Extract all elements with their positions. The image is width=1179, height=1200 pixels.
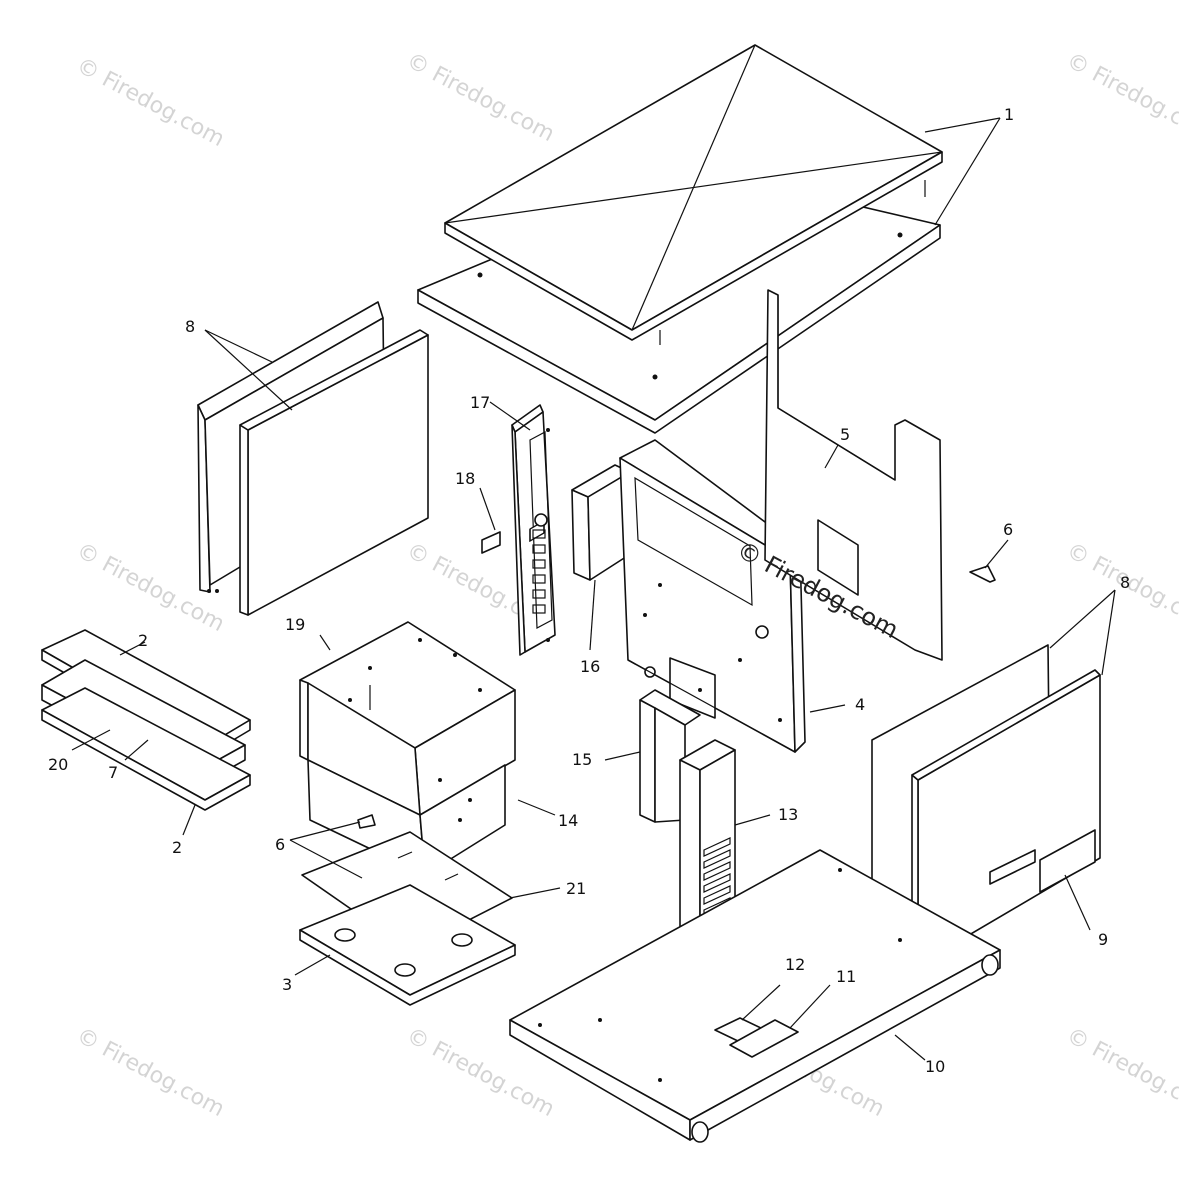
callout-17: 17 [470, 393, 490, 412]
watermark: © Firedog.com [402, 48, 558, 147]
part-6-clip-right [969, 565, 996, 583]
callout-12: 12 [785, 955, 805, 974]
callout-8-left: 8 [185, 317, 195, 336]
part-8-left-side-panels [197, 301, 429, 616]
callout-7: 7 [108, 763, 118, 782]
callout-2-bottom: 2 [172, 838, 182, 857]
callout-9: 9 [1098, 930, 1108, 949]
callout-8-right: 8 [1120, 573, 1130, 592]
callout-10: 10 [925, 1057, 945, 1076]
callout-6-right: 6 [1003, 520, 1013, 539]
part-8-right-side-panels [871, 644, 1101, 966]
callout-18: 18 [455, 469, 475, 488]
callout-labels: 1 8 17 18 5 6 8 16 19 2 4 15 20 7 13 14 … [48, 105, 1130, 1076]
part-1-roof [417, 44, 943, 434]
callout-11: 11 [836, 967, 856, 986]
watermark: © Firedog.com [72, 1023, 228, 1122]
callout-5: 5 [840, 425, 850, 444]
part-19-enclosure [299, 621, 516, 816]
watermark: © Firedog.com [72, 53, 228, 152]
callout-4: 4 [855, 695, 865, 714]
callout-19: 19 [285, 615, 305, 634]
callout-6-left: 6 [275, 835, 285, 854]
part-3-base-pan [299, 884, 516, 1006]
watermark: © Firedog.com [1062, 48, 1179, 147]
callout-20: 20 [48, 755, 68, 774]
part-5-back-insulation [764, 289, 943, 661]
callout-21: 21 [566, 879, 586, 898]
callout-15: 15 [572, 750, 592, 769]
callout-14: 14 [558, 811, 578, 830]
part-18-label [481, 531, 501, 554]
callout-2-top: 2 [138, 631, 148, 650]
watermark: © Firedog.com [1062, 1023, 1179, 1122]
callout-16: 16 [580, 657, 600, 676]
part-11-12-labels [714, 1017, 799, 1058]
part-17-control-panel [511, 404, 556, 656]
callout-13: 13 [778, 805, 798, 824]
part-9-data-plate [1039, 829, 1096, 893]
leader-lines [71, 117, 1116, 1061]
callout-3: 3 [282, 975, 292, 994]
part-15-channel [639, 689, 701, 823]
callout-1: 1 [1004, 105, 1014, 124]
part-10-base-frame [509, 849, 1001, 1143]
part-2-7-20-strips [41, 629, 251, 811]
part-4-interior-panel [619, 439, 806, 753]
